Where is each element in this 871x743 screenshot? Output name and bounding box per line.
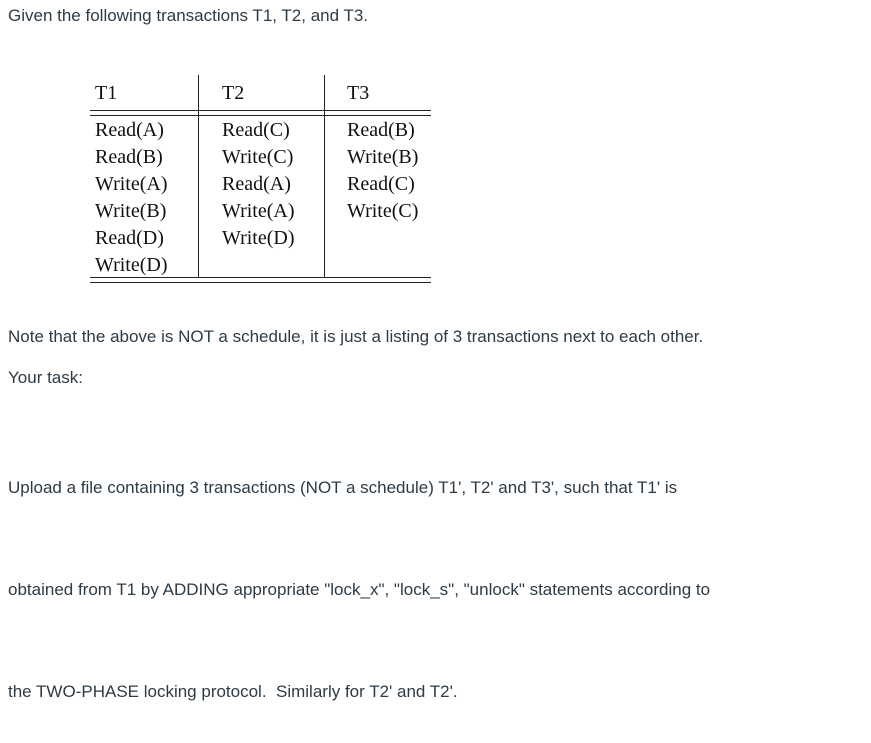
- table-cell: Write(C): [222, 146, 294, 168]
- table-cell: Read(A): [222, 173, 291, 195]
- table-cell: Read(B): [95, 146, 163, 168]
- table-cell: Write(D): [222, 227, 295, 249]
- upload-instructions-line-3: the TWO-PHASE locking protocol. Similarl…: [8, 682, 458, 701]
- table-cell: Write(B): [347, 146, 419, 168]
- header-double-rule: [90, 110, 431, 116]
- column-header-t2: T2: [222, 82, 245, 104]
- table-cell: Write(A): [95, 173, 168, 195]
- table-cell: Read(A): [95, 119, 164, 141]
- note-paragraph: Note that the above is NOT a schedule, i…: [8, 327, 704, 346]
- upload-instructions-line-1: Upload a file containing 3 transactions …: [8, 478, 678, 497]
- table-column-t3: T3 Read(B) Write(B) Read(C) Write(C): [324, 75, 431, 277]
- column-header-t1: T1: [95, 82, 118, 104]
- bottom-double-rule: [90, 277, 431, 283]
- column-rows-t2: Read(C) Write(C) Read(A) Write(A) Write(…: [199, 117, 324, 252]
- table-cell: Write(B): [95, 200, 167, 222]
- table-column-t1: T1 Read(A) Read(B) Write(A) Write(B) Rea…: [90, 75, 198, 277]
- table-cell: Read(C): [347, 173, 415, 195]
- table-cell: Read(B): [347, 119, 415, 141]
- table-cell: Write(C): [347, 200, 419, 222]
- table-cell: Write(D): [95, 254, 168, 276]
- upload-instructions-paragraph: Upload a file containing 3 transactions …: [8, 403, 710, 743]
- table-cell: Read(D): [95, 227, 164, 249]
- column-rows-t3: Read(B) Write(B) Read(C) Write(C): [325, 117, 431, 225]
- transactions-table: T1 Read(A) Read(B) Write(A) Write(B) Rea…: [90, 75, 431, 283]
- column-header-t3: T3: [347, 82, 370, 104]
- table-cell: Read(C): [222, 119, 290, 141]
- column-rows-t1: Read(A) Read(B) Write(A) Write(B) Read(D…: [90, 117, 198, 279]
- task-label: Your task:: [8, 368, 83, 387]
- intro-paragraph: Given the following transactions T1, T2,…: [8, 6, 369, 25]
- table-cell: Write(A): [222, 200, 295, 222]
- upload-instructions-line-2: obtained from T1 by ADDING appropriate "…: [8, 580, 711, 599]
- table-column-t2: T2 Read(C) Write(C) Read(A) Write(A) Wri…: [198, 75, 324, 277]
